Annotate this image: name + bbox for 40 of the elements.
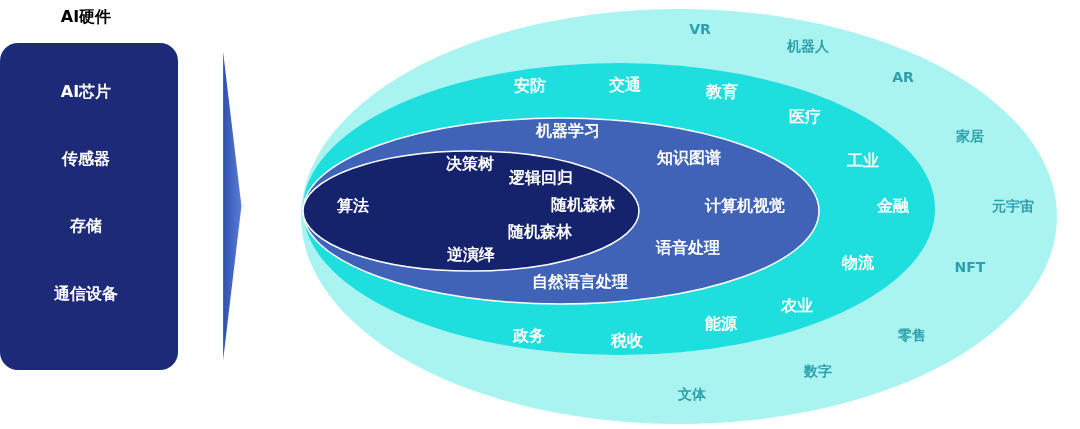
node-label: 家居	[956, 129, 984, 145]
node-label: 物流	[842, 254, 874, 272]
ellipse-region	[300, 8, 1058, 425]
node-label: 机器学习	[536, 122, 600, 140]
node-label: 机器人	[787, 39, 829, 55]
node-label: AR	[892, 70, 914, 86]
node-label: 医疗	[789, 108, 821, 126]
node-label: 税收	[611, 332, 643, 350]
node-label: 工业	[847, 152, 879, 170]
node-label: 算法	[337, 197, 369, 215]
node-label: 自然语言处理	[532, 273, 628, 291]
chevron-arrow	[223, 52, 242, 360]
node-label: 通信设备	[54, 285, 118, 303]
node-label: 文体	[678, 387, 706, 403]
node-label: 数字	[804, 364, 832, 380]
node-label: 知识图谱	[657, 149, 721, 167]
node-label: 安防	[514, 77, 546, 95]
node-label: 元宇宙	[992, 199, 1034, 215]
node-label: 教育	[706, 83, 738, 101]
node-label: NFT	[954, 260, 986, 276]
node-label: 随机森林	[508, 223, 572, 241]
node-label: VR	[689, 22, 711, 38]
node-label: 语音处理	[656, 239, 720, 257]
node-heading: AI硬件	[60, 8, 112, 26]
ellipse-region	[302, 150, 640, 272]
node-label: 能源	[705, 315, 737, 333]
node-label: 随机森林	[551, 196, 615, 214]
node-label: 金融	[877, 197, 909, 215]
node-label: 存储	[70, 217, 102, 235]
node-label: 逆演绎	[447, 246, 495, 264]
node-label: 决策树	[446, 155, 494, 173]
node-label: 政务	[513, 327, 545, 345]
node-label: 零售	[898, 328, 926, 344]
node-label: 农业	[781, 297, 813, 315]
node-label: 逻辑回归	[509, 169, 573, 187]
node-label: 计算机视觉	[705, 197, 785, 215]
node-label: 传感器	[62, 150, 110, 168]
ellipse-region	[302, 62, 936, 356]
node-label: AI芯片	[60, 83, 112, 101]
node-label: 交通	[609, 76, 641, 94]
